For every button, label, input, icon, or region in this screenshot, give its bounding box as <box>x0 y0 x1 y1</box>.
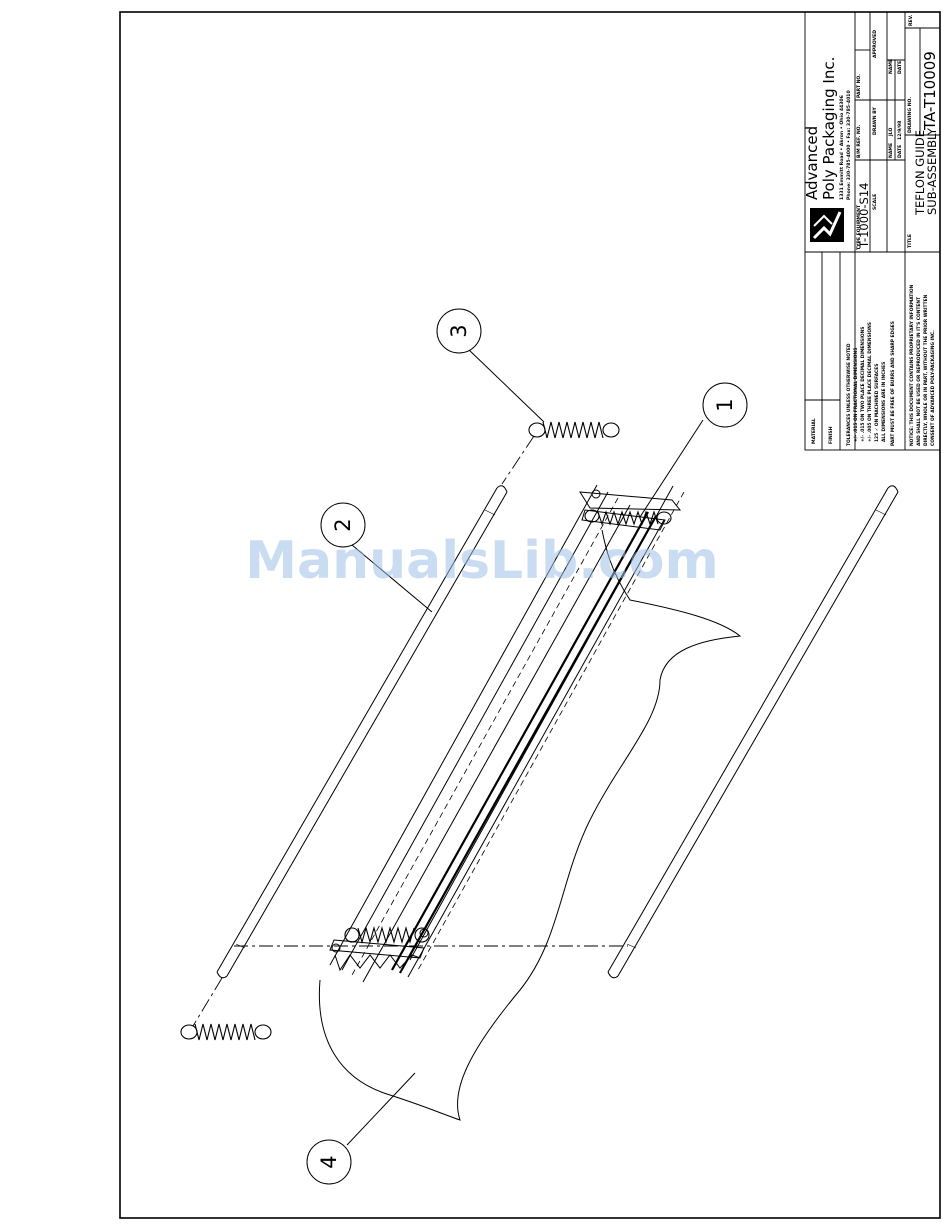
guide-rod-part-2-left <box>216 485 508 979</box>
extension-spring-part-3-top <box>528 421 620 439</box>
notice-line: NOTICE: THIS DOCUMENT CONTAINS PROPRIETA… <box>909 284 915 446</box>
drawing-title-line2: SUB-ASSEMBLY <box>925 127 939 215</box>
company-address: 1331 Emmitt Road • Akron • Ohio 44306 <box>839 95 845 200</box>
spring-on-guide-top <box>584 509 672 526</box>
date-label: DATE <box>897 145 903 158</box>
name-label: NAME <box>888 143 894 158</box>
tolerance-line: ALL DIMENSIONS ARE IN INCHES <box>881 362 887 442</box>
balloon-4: 4 <box>306 1072 416 1185</box>
company-phone: Phone: 330-785-4000 • Fax: 330-785-4010 <box>846 90 852 200</box>
name-label-2: NAME <box>888 59 894 74</box>
drawing-no-label: DRAWING NO. <box>907 97 913 133</box>
watermark-text: ManualsLib.com <box>245 531 718 591</box>
balloon-1-label: 1 <box>713 398 737 411</box>
center-line <box>501 435 535 485</box>
material-label: MATERIAL <box>811 418 817 444</box>
spring-on-guide-bottom <box>344 925 430 945</box>
finish-label: FINISH <box>828 426 834 444</box>
guide-rod-part-2-right <box>607 485 899 979</box>
company-name-line1: Advanced <box>803 126 821 200</box>
title-block: Advanced Poly Packaging Inc. 1331 Emmitt… <box>803 11 941 451</box>
teflon-guide-part-1 <box>329 484 685 983</box>
bm-ref-label: B/M REF. NO. <box>856 125 862 158</box>
center-line <box>192 977 223 1027</box>
balloon-2: 2 <box>320 502 433 613</box>
date-value: 12/9/98 <box>897 121 903 140</box>
tolerance-line: +/- .015 ON TWO PLACE DECIMAL DIMENSIONS <box>860 327 866 442</box>
tolerance-line: TOLERANCES UNLESS OTHERWISE NOTED <box>846 343 852 446</box>
tolerance-line: 125 ✓ ON MACHINED SURFACES <box>874 364 880 442</box>
extension-spring-part-3-bottom <box>180 1023 272 1041</box>
drawing-title-line1: TEFLON GUIDE <box>913 130 927 216</box>
balloon-1: 1 <box>639 382 748 518</box>
notice-line: AND SHALL NOT BE USED OR REPRODUCED IN I… <box>916 297 922 446</box>
proprietary-notice: NOTICE: THIS DOCUMENT CONTAINS PROPRIETA… <box>909 284 936 446</box>
name-value: JLO <box>888 128 894 137</box>
balloon-3: 3 <box>436 308 545 423</box>
drawing-border <box>119 11 941 1219</box>
type-equipment-label: TYPE EQUIPMENT <box>856 204 862 250</box>
balloon-2-label: 2 <box>331 518 355 531</box>
notice-line: CONSENT OF ADVANCED POLY-PACKAGING INC. <box>930 330 936 446</box>
notice-line: DIRECTLY, WHOLE OR IN PART, WITHOUT THE … <box>923 294 929 446</box>
rev-label: REV. <box>908 14 914 26</box>
title-label: TITLE <box>907 234 913 248</box>
part-no-label: PART NO. <box>856 74 862 98</box>
company-logo <box>810 208 844 242</box>
drawn-by-label: DRAWN BY <box>872 107 878 135</box>
tolerances-notes: TOLERANCES UNLESS OTHERWISE NOTED +/- .0… <box>846 321 896 446</box>
drawing-no-value: TA-T10009 <box>921 51 939 131</box>
tolerance-line: +/- .015 ON FRACTIONAL DIMENSIONS <box>853 348 859 442</box>
balloon-4-label: 4 <box>317 1155 341 1168</box>
type-equipment-value: T-1000-S14 <box>857 183 871 249</box>
date-label-2: DATE <box>897 61 903 74</box>
scale-label: SCALE <box>872 194 878 210</box>
balloon-3-label: 3 <box>447 324 471 337</box>
teflon-sheet-part-4 <box>318 529 742 1121</box>
tolerance-line: +/- .005 ON THREE PLACE DECIMAL DIMENSIO… <box>867 322 873 442</box>
approved-label: APPROVED <box>872 30 878 58</box>
tolerance-line: PART MUST BE FREE OF BURRS AND SHARP EDG… <box>890 321 896 446</box>
company-name-line2: Poly Packaging Inc. <box>820 57 838 200</box>
